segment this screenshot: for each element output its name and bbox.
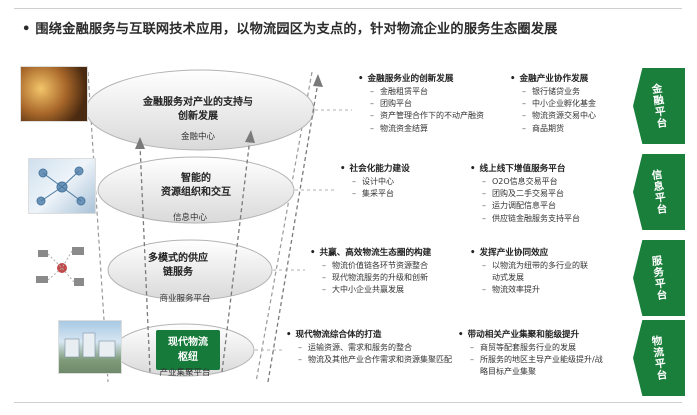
layer-4-right-list: 商贸等配套服务行业的发展 所服务的地区主导产业能级提升/战略目标产业集聚	[470, 342, 610, 379]
list-item: 设计中心	[352, 176, 394, 188]
platform-logistics-label: 物流平台	[648, 334, 669, 382]
hub-badge: 现代物流 枢纽	[156, 330, 220, 370]
layer-1-subtitle: 金融中心	[158, 130, 238, 142]
list-item: 商贸等配套服务行业的发展	[470, 342, 610, 354]
list-item: 物流资源交易中心	[522, 110, 596, 122]
list-item: 物流效率提升	[482, 284, 594, 296]
layer-4-subtitle: 产业集聚平台	[142, 366, 228, 378]
layer-3-right-list: 以物流为纽带的多行业的联动式发展 物流效率提升	[482, 260, 594, 297]
layer-2-left-heading: 社会化能力建设	[340, 162, 410, 174]
list-item: 物流资金结算	[370, 123, 484, 135]
layer-2-subtitle: 信息中心	[150, 211, 230, 223]
list-item: 金融租赁平台	[370, 86, 484, 98]
platform-service: 服务平台	[633, 240, 685, 316]
list-item: 供应链金融服务支持平台	[482, 213, 580, 225]
platform-information: 信息平台	[633, 154, 685, 230]
layer-4-left-list: 运输资源、需求和服务的整合 物流及其他产业合作需求和资源集聚匹配	[298, 342, 454, 366]
logistics-hub-photo	[58, 320, 122, 374]
layer-2-right-list: O2O信息交易平台 团购及二手交易平台 运力调配信息平台 供应链金融服务支持平台	[482, 176, 580, 225]
layer-1-right-list: 银行储贷业务 中小企业孵化基金 物流资源交易中心 商品期货	[522, 86, 596, 135]
layer-1-left-list: 金融租赁平台 团购平台 资产管理合作下的不动产融资 物流资金结算	[370, 86, 484, 135]
list-item: 集采平台	[352, 188, 394, 200]
list-item: 物流价值链各环节资源整合	[322, 260, 428, 272]
list-item: O2O信息交易平台	[482, 176, 580, 188]
list-item: 团购平台	[370, 98, 484, 110]
platform-finance-label: 金融平台	[648, 82, 669, 130]
layer-1-title: 金融服务对产业的支持与 创新发展	[118, 96, 278, 124]
layer-2-right-heading: 线上线下增值服务平台	[470, 162, 565, 174]
platform-finance: 金融平台	[633, 68, 685, 144]
supply-chain-icons	[32, 242, 92, 292]
list-item: 团购及二手交易平台	[482, 188, 580, 200]
list-item: 现代物流服务的升级和创新	[322, 272, 428, 284]
layer-1-right-heading: 金融产业协作发展	[510, 72, 588, 84]
layer-2-title: 智能的 资源组织和交互	[136, 172, 256, 200]
list-item: 商品期货	[522, 123, 596, 135]
layer-4-right-heading: 带动相关产业集聚和能级提升	[458, 328, 579, 340]
layer-1-left-heading: 金融服务业的创新发展	[358, 72, 453, 84]
network-photo	[28, 158, 96, 214]
list-item: 银行储贷业务	[522, 86, 596, 98]
list-item: 中小企业孵化基金	[522, 98, 596, 110]
list-item: 大中小企业共赢发展	[322, 284, 428, 296]
layer-3-subtitle: 商业服务平台	[140, 292, 230, 304]
list-item: 物流及其他产业合作需求和资源集聚匹配	[298, 354, 454, 366]
layer-2-left-list: 设计中心 集采平台	[352, 176, 394, 200]
platform-service-label: 服务平台	[648, 254, 669, 302]
list-item: 以物流为纽带的多行业的联动式发展	[482, 260, 594, 284]
layer-3-left-heading: 共赢、高效物流生态圈的构建	[310, 246, 431, 258]
list-item: 运力调配信息平台	[482, 200, 580, 212]
bottom-divider	[14, 402, 682, 403]
platform-information-label: 信息平台	[648, 168, 669, 216]
layer-3-left-list: 物流价值链各环节资源整合 现代物流服务的升级和创新 大中小企业共赢发展	[322, 260, 428, 297]
layer-3-right-heading: 发挥产业协同效应	[470, 246, 548, 258]
platform-logistics: 物流平台	[633, 320, 685, 396]
list-item: 所服务的地区主导产业能级提升/战略目标产业集聚	[470, 354, 610, 378]
coins-photo	[20, 66, 88, 122]
list-item: 资产管理合作下的不动产融资	[370, 110, 484, 122]
layer-3-title: 多模式的供应 链服务	[128, 252, 228, 280]
layer-4-left-heading: 现代物流综合体的打造	[286, 328, 381, 340]
list-item: 运输资源、需求和服务的整合	[298, 342, 454, 354]
